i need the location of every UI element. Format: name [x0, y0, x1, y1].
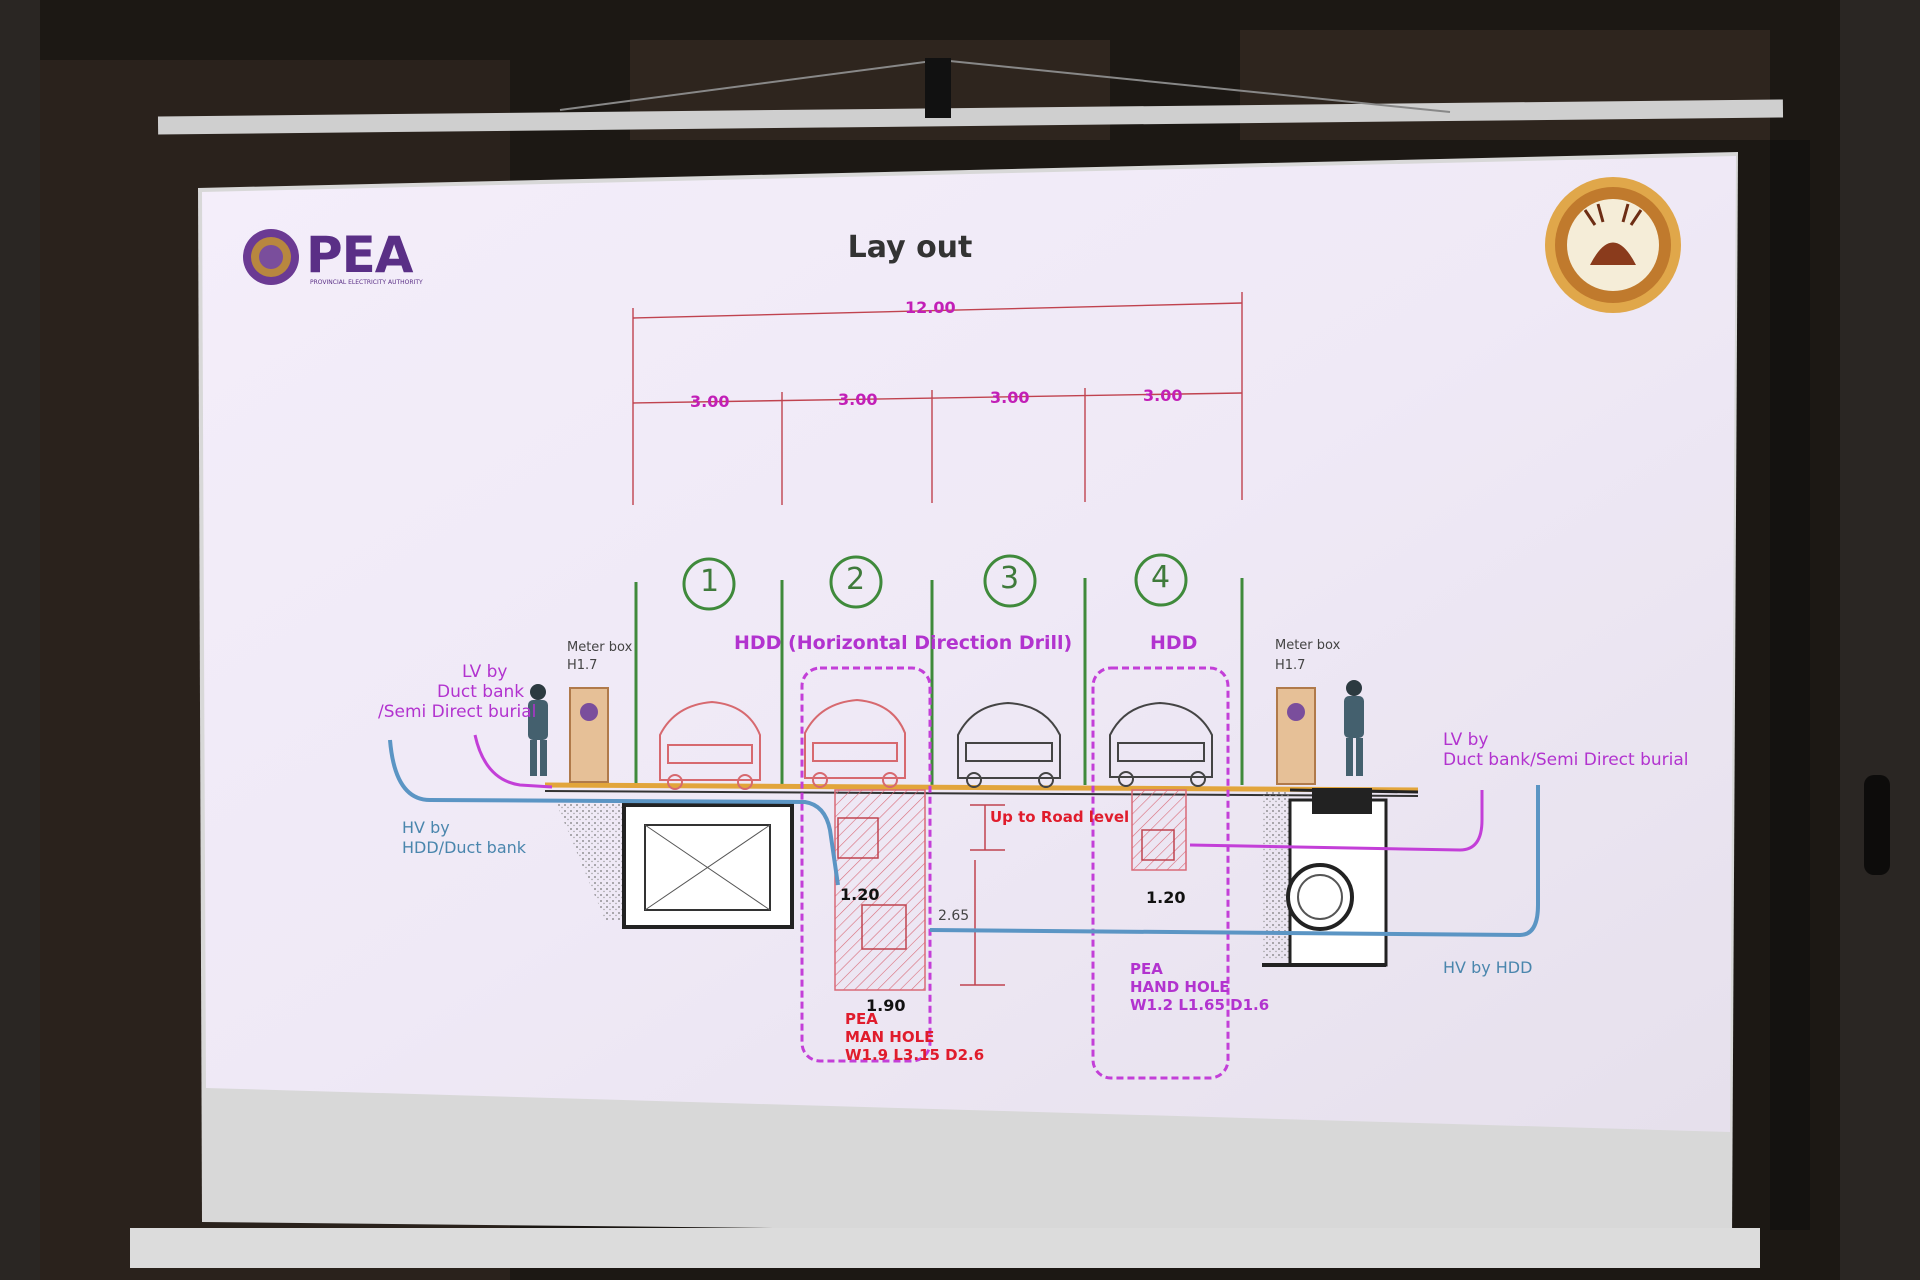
hanging-wire	[939, 59, 1451, 113]
hand-hole	[1091, 666, 1230, 1080]
dimension-1-20-right: 1.20	[1146, 888, 1186, 907]
wall-frame-left	[0, 0, 40, 1280]
duct-structure-right	[1262, 788, 1388, 967]
slide-title: Lay out	[847, 230, 973, 265]
wall-panel	[1240, 30, 1770, 140]
screen-top-bar	[157, 99, 1784, 135]
up-to-road-bracket	[960, 804, 1005, 986]
hdd-short-label: HDD	[1150, 632, 1198, 654]
lv-cable	[473, 734, 1484, 852]
pea-logo-subtitle: PROVINCIAL ELECTRICITY AUTHORITY	[310, 279, 423, 286]
car-3	[957, 701, 1061, 788]
person-left	[528, 684, 548, 776]
person-right	[1344, 680, 1364, 776]
hand-hole-label-2: HAND HOLE	[1130, 978, 1230, 996]
meter-box-left-label: Meter box	[567, 640, 633, 655]
meter-box-right-label: Meter box	[1275, 638, 1341, 653]
hv-left-label-1: HV by	[402, 818, 450, 837]
man-hole-label-3: W1.9 L3.15 D2.6	[845, 1046, 985, 1064]
screen-bottom-bar	[130, 1228, 1760, 1268]
man-hole-label-1: PEA	[845, 1010, 878, 1028]
wall-frame-right	[1840, 0, 1920, 1280]
lane-number-1: 1	[700, 564, 720, 599]
lv-left-label-2: Duct bank	[437, 682, 525, 702]
screen-right-case	[1770, 140, 1810, 1230]
pea-logo-text: PEA	[306, 226, 413, 284]
dimension-1-20-left: 1.20	[840, 885, 880, 904]
lane-dividers	[634, 578, 1244, 785]
hv-left-label-2: HDD/Duct bank	[402, 838, 527, 857]
meter-box-right-height: H1.7	[1275, 658, 1306, 673]
lane-number-3: 3	[1000, 561, 1020, 596]
hdd-full-label: HDD (Horizontal Direction Drill)	[734, 632, 1073, 654]
meter-box-left	[569, 687, 609, 783]
hv-right-label: HV by HDD	[1443, 958, 1533, 977]
meter-box-left-height: H1.7	[567, 658, 598, 673]
duct-bank-left	[555, 800, 794, 929]
dimension-2-65: 2.65	[938, 908, 970, 924]
dimension-1-90: 1.90	[866, 996, 906, 1015]
lv-right-label-1: LV by	[1443, 730, 1489, 750]
lv-left-label-3: /Semi Direct burial	[378, 702, 537, 722]
dimension-total: 12.00	[905, 298, 956, 317]
meter-box-right	[1276, 687, 1316, 785]
dimension-lines	[632, 292, 1243, 505]
lane-number-4: 4	[1151, 560, 1171, 595]
hanging-wire	[559, 59, 941, 111]
duct-bank-right-top	[1289, 788, 1419, 794]
projector-mount	[925, 58, 951, 118]
man-hole	[800, 666, 932, 1063]
road-surface	[544, 782, 1419, 793]
dimension-lane-2: 3.00	[838, 390, 878, 409]
lane-number-2: 2	[846, 562, 866, 597]
hand-hole-label-3: W1.2 L1.65 D1.6	[1130, 996, 1270, 1014]
lv-right-label-2: Duct bank/Semi Direct burial	[1443, 750, 1689, 770]
up-to-road-label: Up to Road level	[990, 808, 1130, 826]
car-1	[659, 700, 761, 790]
hv-cable	[388, 739, 1540, 938]
screen-side-handle	[1864, 775, 1890, 875]
dimension-lane-4: 3.00	[1143, 386, 1183, 405]
dimension-lane-3: 3.00	[990, 388, 1030, 407]
man-hole-label-2: MAN HOLE	[845, 1028, 935, 1046]
car-4	[1109, 701, 1213, 787]
lane-markers	[682, 553, 1188, 611]
car-2	[804, 698, 906, 788]
hand-hole-label-1: PEA	[1130, 960, 1163, 978]
lv-left-label-1: LV by	[462, 662, 508, 682]
dimension-lane-1: 3.00	[690, 392, 730, 411]
